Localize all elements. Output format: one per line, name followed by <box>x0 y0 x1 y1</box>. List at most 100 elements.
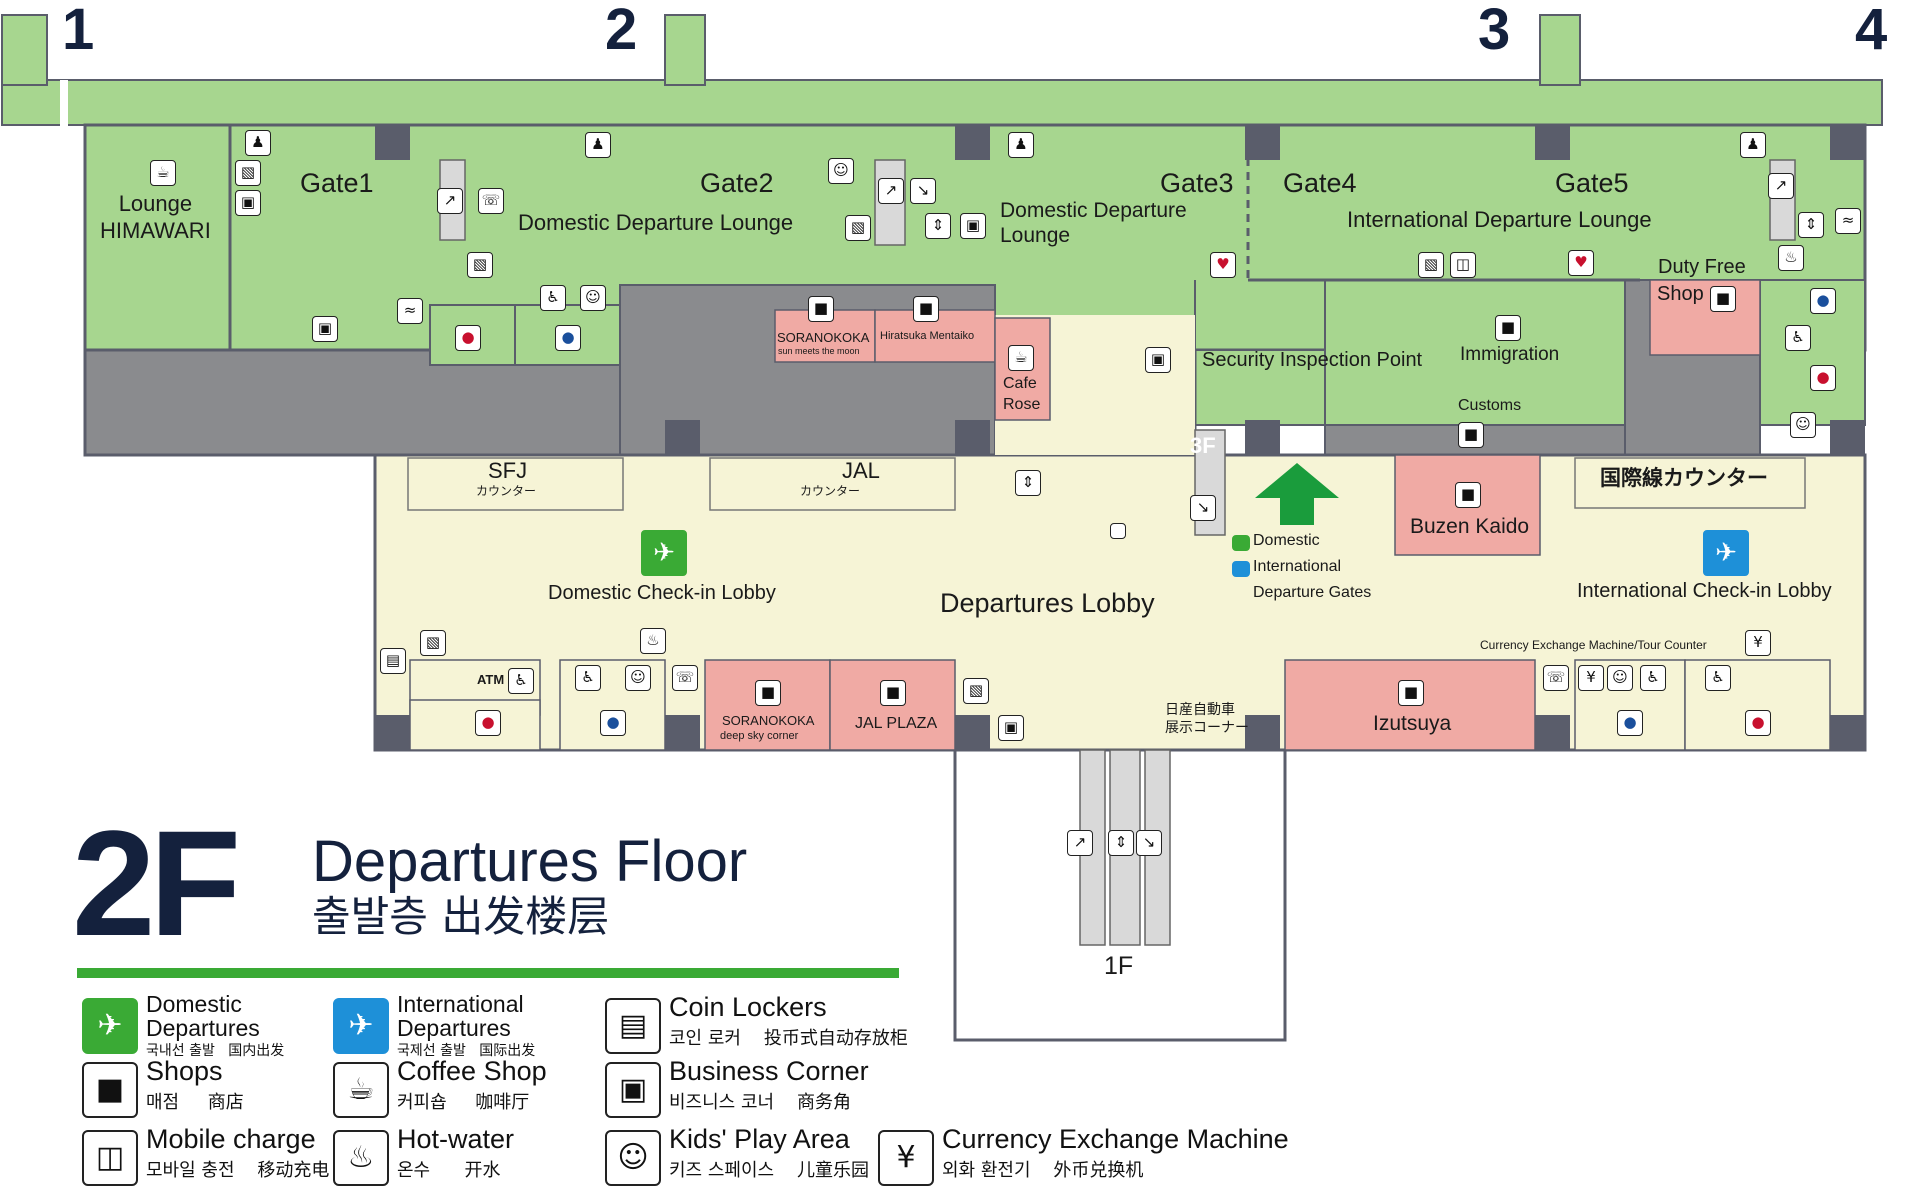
soranokoka-top-sublabel: sun meets the moon <box>778 346 860 356</box>
massage-chair-icon: ♟ <box>1740 132 1766 158</box>
telephone-icon: ☏ <box>1543 665 1569 691</box>
gate-direction-departure: Departure Gates <box>1253 584 1372 601</box>
accessible-icon: ♿ <box>575 665 601 691</box>
international-departures-icon: ✈ <box>1703 530 1749 576</box>
domestic-departures-icon: ✈ <box>82 998 138 1054</box>
lounge-icon: ☕ <box>150 160 176 186</box>
customs-label: Customs <box>1458 397 1522 414</box>
buzen-kaido-label: Buzen Kaido <box>1410 515 1530 538</box>
accessible-icon: ♿ <box>508 668 534 694</box>
domestic-checkin-label: Domestic Check-in Lobby <box>548 582 776 604</box>
shops-icon: ■ <box>755 680 781 706</box>
nissan-exhibit-label: 日産自動車 展示コーナー <box>1165 701 1249 735</box>
duty-free-label: Duty Free <box>1658 256 1746 278</box>
escalator-icon: ↗ <box>437 188 463 214</box>
legend-title: International Departures <box>397 991 524 1041</box>
shops-icon: ■ <box>913 296 939 322</box>
domestic-lounge-label-1: Domestic Departure Lounge <box>518 210 794 235</box>
security-label: Security Inspection Point <box>1202 349 1423 371</box>
kids-play-area-icon: ☺ <box>828 158 854 184</box>
legend-title: Business Corner <box>669 1056 869 1086</box>
baby-care-icon: ☺ <box>625 665 651 691</box>
legend-title: Coffee Shop <box>397 1056 547 1086</box>
currency-tour-label: Currency Exchange Machine/Tour Counter <box>1480 638 1707 652</box>
gate-direction-international: International <box>1253 558 1342 575</box>
coin-lockers-icon: ▤ <box>605 998 661 1054</box>
domestic-departures-icon: ✈ <box>641 530 687 576</box>
gate1-label: Gate1 <box>300 168 374 198</box>
mens-restroom-icon: ● <box>1810 288 1836 314</box>
shops-icon: ■ <box>880 680 906 706</box>
izutsuya-label: Izutsuya <box>1373 712 1452 735</box>
legend-subtitle: 커피숍 咖啡厅 <box>397 1092 530 1113</box>
shops-icon: ■ <box>808 296 834 322</box>
sfj-counter-label: SFJ <box>488 458 528 483</box>
business-corner-icon: ▧ <box>1418 252 1444 278</box>
baby-care-icon: ☺ <box>1790 412 1816 438</box>
hot-water-icon: ♨ <box>640 628 666 654</box>
accessible-icon: ♿ <box>1640 665 1666 691</box>
customs-icon: ■ <box>1458 422 1484 448</box>
escalator-icon: ↗ <box>878 178 904 204</box>
shops-icon: ■ <box>1398 680 1424 706</box>
hot-water-icon: ♨ <box>333 1130 389 1186</box>
shops-icon: ■ <box>1710 286 1736 312</box>
soranokoka-bottom-sublabel: deep sky corner <box>720 730 799 742</box>
accessible-icon: ♿ <box>1705 665 1731 691</box>
elevator-icon: ⇕ <box>1798 212 1824 238</box>
legend-subtitle: 코인 로커 投币式自动存放柜 <box>669 1028 908 1049</box>
currency-exchange-icon: ¥ <box>878 1130 934 1186</box>
legend-subtitle: 외화 환전기 外币兑换机 <box>942 1160 1144 1181</box>
locker-icon: ▤ <box>380 648 406 674</box>
womens-restroom-icon: ● <box>475 710 501 736</box>
coffee-shop-icon: ☕ <box>333 1062 389 1118</box>
immigration-label: Immigration <box>1460 344 1560 365</box>
computer-icon: ▣ <box>960 213 986 239</box>
business-corner-icon: ▧ <box>235 160 261 186</box>
title-underline <box>77 968 899 978</box>
shops-icon: ■ <box>82 1062 138 1118</box>
womens-restroom-icon: ● <box>1745 710 1771 736</box>
gate-number-2: 2 <box>605 0 638 62</box>
hot-water-icon: ♨ <box>1778 245 1804 271</box>
3f-label: 3F <box>1190 433 1216 458</box>
gate4-label: Gate4 <box>1283 168 1357 198</box>
shops-icon: ■ <box>1455 482 1481 508</box>
legend-subtitle: 비즈니스 코너 商务角 <box>669 1092 851 1113</box>
legend-title: Shops <box>146 1056 223 1086</box>
currency-exchange-icon: ¥ <box>1578 665 1604 691</box>
information-icon <box>1110 523 1126 539</box>
soranokoka-top-label: SORANOKOKA <box>777 330 870 345</box>
accessible-icon: ♿ <box>1785 325 1811 351</box>
floor-title: Departures Floor <box>312 829 748 894</box>
legend-title: Currency Exchange Machine <box>942 1124 1289 1154</box>
mobile-charge-icon: ◫ <box>1450 252 1476 278</box>
international-departures-icon: ✈ <box>333 998 389 1054</box>
floor-subtitle: 출발층 出发楼层 <box>312 892 610 941</box>
international-counter-label: 国際線カウンター <box>1600 467 1768 490</box>
coffee-shop-icon: ☕ <box>1008 345 1034 371</box>
soranokoka-bottom-label: SORANOKOKA <box>722 713 815 728</box>
departure-gates-arrow <box>1255 463 1339 525</box>
currency-exchange-icon: ¥ <box>1745 630 1771 656</box>
aed-icon: ♥ <box>1210 252 1236 278</box>
legend-subtitle: 온수 开水 <box>397 1160 501 1181</box>
1f-label: 1F <box>1104 952 1134 980</box>
gate5-label: Gate5 <box>1555 168 1629 198</box>
telephone-icon: ☏ <box>672 665 698 691</box>
gate3-label: Gate3 <box>1160 168 1234 198</box>
baby-care-icon: ☺ <box>580 285 606 311</box>
escalator-icon: ↘ <box>1136 830 1162 856</box>
business-corner-icon: ▧ <box>467 252 493 278</box>
computer-icon: ▣ <box>998 715 1024 741</box>
gate-number-1: 1 <box>62 0 95 62</box>
massage-chair-icon: ♟ <box>245 130 271 156</box>
lounge-himawari-label: Lounge HIMAWARI <box>100 191 211 243</box>
jal-counter-label: JAL <box>842 458 880 483</box>
cafe-rose-label: Cafe Rose <box>1003 375 1041 413</box>
telephone-icon: ☏ <box>478 188 504 214</box>
elevator-icon: ⇕ <box>1015 470 1041 496</box>
accessible-icon: ♿ <box>540 285 566 311</box>
gate-number-4: 4 <box>1855 0 1888 62</box>
